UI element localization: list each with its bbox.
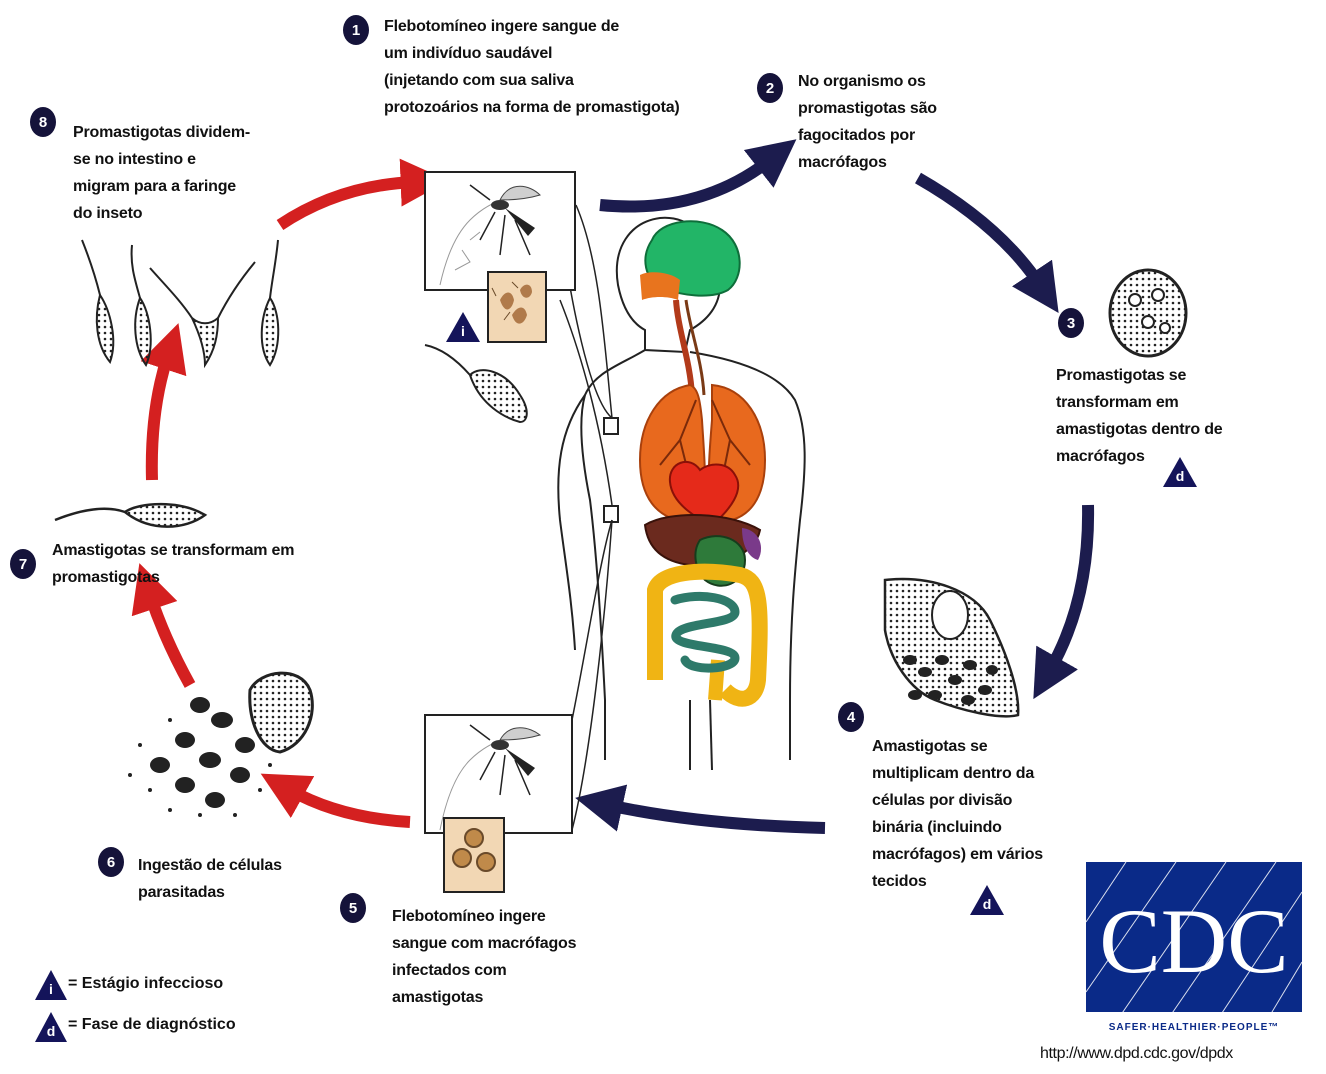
legend-infective-letter: i bbox=[35, 981, 67, 997]
arrow-5-to-6 bbox=[290, 790, 410, 822]
arrow-4-to-5 bbox=[608, 805, 825, 828]
cdc-logo-text: CDC bbox=[1099, 890, 1288, 992]
step-1-number: 1 bbox=[343, 15, 369, 45]
step-5-number: 5 bbox=[340, 893, 366, 923]
multiplying-amastigotes-cell bbox=[885, 579, 1018, 716]
arrow-2-to-3 bbox=[918, 178, 1040, 285]
diagnostic-stage-marker-4: d bbox=[970, 885, 1004, 915]
arrow-6-to-7 bbox=[150, 595, 190, 685]
diagnostic-marker-letter: d bbox=[970, 896, 1004, 912]
legend-diagnostic-icon: d bbox=[35, 1012, 67, 1042]
infective-stage-marker: i bbox=[446, 312, 480, 342]
arrow-1-to-2 bbox=[600, 160, 770, 207]
diagnostic-marker-letter: d bbox=[1163, 468, 1197, 484]
macrophage-with-amastigotes bbox=[1110, 270, 1186, 356]
legend-infective-icon: i bbox=[35, 970, 67, 1000]
step-2-text: No organismo os promastigotas são fagoci… bbox=[798, 68, 937, 176]
step-1-text: Flebotomíneo ingere sangue de um indivíd… bbox=[384, 13, 680, 121]
promastigote-stage-7 bbox=[55, 504, 205, 527]
cdc-logo-tagline: SAFER·HEALTHIER·PEOPLE™ bbox=[1109, 1022, 1280, 1033]
legend-diagnostic-letter: d bbox=[35, 1023, 67, 1039]
step-8-number: 8 bbox=[30, 107, 56, 137]
infective-marker-letter: i bbox=[446, 323, 480, 339]
dividing-promastigotes bbox=[82, 240, 278, 365]
arrow-8-to-1 bbox=[280, 182, 415, 225]
promastigote-stage-1 bbox=[425, 345, 527, 422]
step-7-text: Amastigotas se transformam em promastigo… bbox=[52, 537, 294, 591]
arrow-7-to-8 bbox=[152, 355, 168, 480]
step-7-number: 7 bbox=[10, 549, 36, 579]
diagnostic-stage-marker-3: d bbox=[1163, 457, 1197, 487]
step-6-text: Ingestão de células parasitadas bbox=[138, 852, 282, 906]
step-3-number: 3 bbox=[1058, 308, 1084, 338]
human-body-illustration bbox=[558, 218, 804, 770]
sandfly-feeding-box-bottom bbox=[425, 715, 572, 892]
cdc-logo: CDC SAFER·HEALTHIER·PEOPLE™ bbox=[1086, 862, 1302, 1038]
ruptured-macrophage-amastigotes bbox=[128, 673, 312, 817]
step-6-number: 6 bbox=[98, 847, 124, 877]
arrow-3-to-4 bbox=[1050, 505, 1088, 670]
legend-diagnostic-label: = Fase de diagnóstico bbox=[68, 1016, 236, 1034]
step-2-number: 2 bbox=[757, 73, 783, 103]
step-4-number: 4 bbox=[838, 702, 864, 732]
step-4-text: Amastigotas se multiplicam dentro da cél… bbox=[872, 733, 1043, 895]
cdc-url: http://www.dpd.cdc.gov/dpdx bbox=[1040, 1045, 1233, 1063]
step-3-text: Promastigotas se transformam em amastigo… bbox=[1056, 362, 1223, 470]
step-8-text: Promastigotas dividem- se no intestino e… bbox=[73, 119, 250, 227]
step-5-text: Flebotomíneo ingere sangue com macrófago… bbox=[392, 903, 576, 1011]
legend-infective-label: = Estágio infeccioso bbox=[68, 975, 223, 993]
